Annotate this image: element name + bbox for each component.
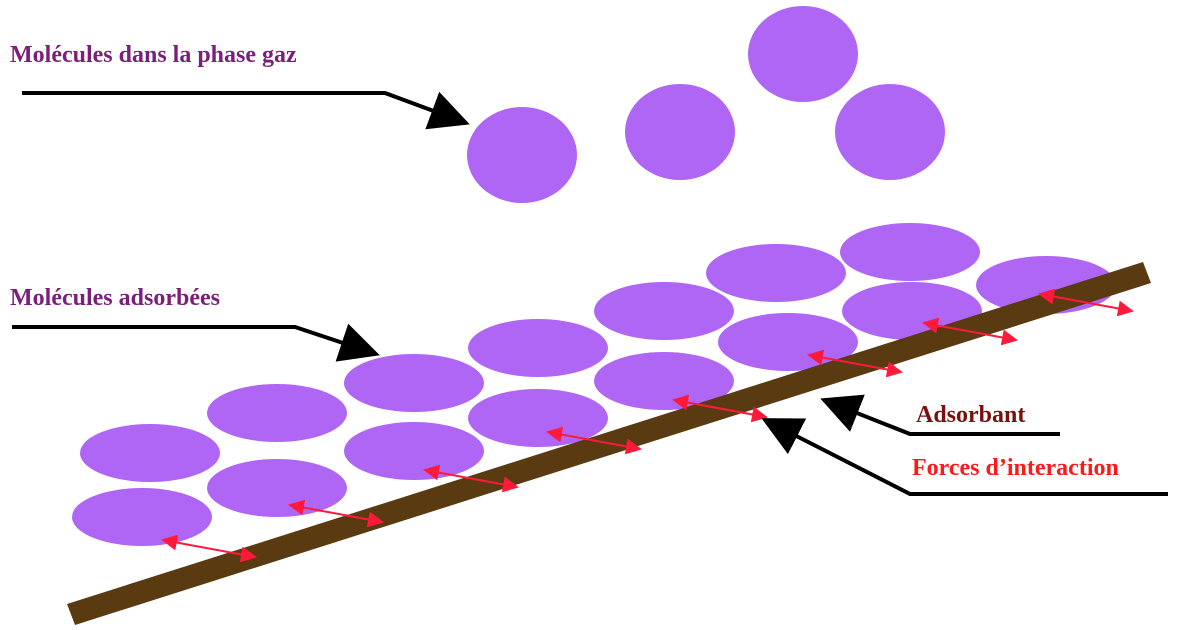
pointer-gas	[22, 91, 470, 130]
gas-molecules	[467, 6, 945, 203]
force-arrow	[423, 464, 519, 493]
adsorbed-molecule	[344, 354, 484, 412]
label-forces: Forces d’interaction	[912, 455, 1119, 481]
pointers	[12, 91, 1168, 496]
adsorbed-molecule	[706, 244, 846, 302]
label-adsorbent: Adsorbant	[916, 402, 1025, 428]
gas-molecule	[835, 84, 945, 180]
adsorbed-molecule	[207, 459, 347, 517]
force-arrow	[546, 426, 642, 455]
gas-molecule	[625, 84, 735, 180]
gas-molecule	[748, 6, 858, 102]
force-arrow	[672, 394, 768, 423]
gas-molecule	[467, 107, 577, 203]
label-gas-phase: Molécules dans la phase gaz	[10, 42, 297, 68]
force-arrow	[1038, 288, 1134, 317]
adsorbed-molecule	[840, 223, 980, 281]
label-adsorbed: Molécules adsorbées	[10, 285, 220, 311]
adsorbed-molecule	[594, 282, 734, 340]
force-arrow	[288, 499, 384, 528]
adsorbed-molecule	[207, 384, 347, 442]
adsorbed-molecule	[80, 424, 220, 482]
pointer-adsorbed	[12, 323, 380, 362]
force-arrow	[161, 534, 257, 563]
interaction-forces	[161, 288, 1134, 563]
adsorbed-molecule	[344, 422, 484, 480]
force-arrow	[922, 317, 1018, 346]
pointer-adsorbent	[820, 394, 1060, 436]
pointer-forces	[761, 418, 1168, 496]
adsorbed-molecule	[468, 319, 608, 377]
adsorbed-molecule	[72, 488, 212, 546]
force-arrow	[807, 349, 903, 378]
adsorbed-molecules	[72, 223, 1116, 546]
